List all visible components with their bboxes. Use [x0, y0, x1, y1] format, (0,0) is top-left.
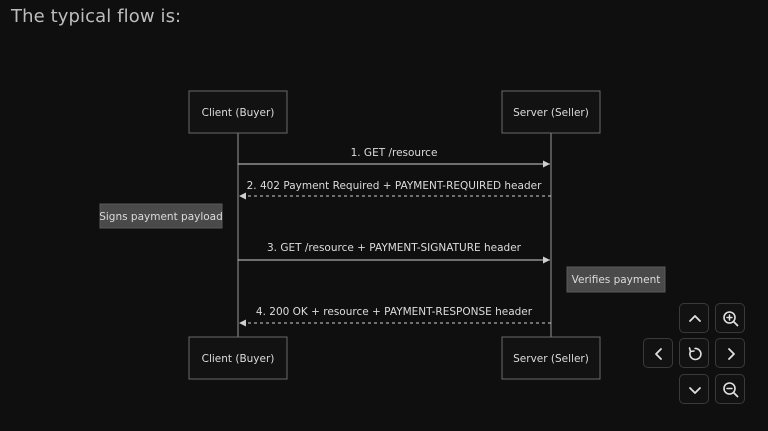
zoom-in-icon [723, 311, 739, 327]
server-note: Verifies payment [566, 266, 666, 293]
message-2-label: 2. 402 Payment Required + PAYMENT-REQUIR… [247, 180, 542, 192]
pan-right-button[interactable] [715, 338, 745, 368]
zoom-out-icon [723, 382, 739, 398]
client-note-text: Signs payment payload [99, 211, 223, 223]
zoom-out-button[interactable] [715, 374, 745, 404]
pan-left-button[interactable] [643, 338, 673, 368]
client-participant-top-label: Client (Buyer) [202, 107, 275, 119]
reset-icon [688, 347, 702, 361]
reset-view-button[interactable] [679, 338, 709, 368]
client-participant-bottom-label: Client (Buyer) [202, 353, 275, 365]
server-participant-bottom-label: Server (Seller) [513, 353, 589, 365]
page-heading: The typical flow is: [11, 6, 182, 27]
pan-down-button[interactable] [679, 374, 709, 404]
client-note: Signs payment payload [99, 203, 223, 229]
server-participant-top-label: Server (Seller) [513, 107, 589, 119]
server-note-text: Verifies payment [572, 274, 661, 286]
chevron-down-icon [689, 387, 701, 394]
client-participant-top: Client (Buyer) [188, 90, 288, 134]
message-4-label: 4. 200 OK + resource + PAYMENT-RESPONSE … [256, 306, 533, 318]
client-participant-bottom: Client (Buyer) [188, 336, 288, 380]
message-1-label: 1. GET /resource [351, 147, 438, 159]
message-3-label: 3. GET /resource + PAYMENT-SIGNATURE hea… [267, 242, 522, 254]
server-participant-top: Server (Seller) [501, 90, 601, 134]
server-participant-bottom: Server (Seller) [501, 336, 601, 380]
zoom-in-button[interactable] [715, 303, 745, 333]
chevron-up-icon [689, 315, 701, 322]
chevron-right-icon [728, 348, 735, 360]
pan-up-button[interactable] [679, 303, 709, 333]
chevron-left-icon [655, 348, 662, 360]
